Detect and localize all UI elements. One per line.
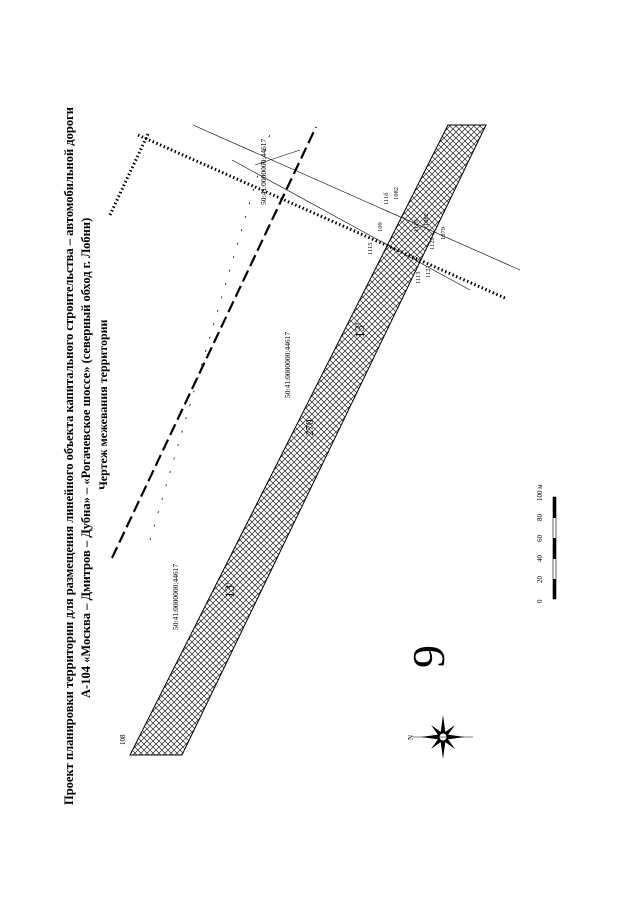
point-label: 1129 bbox=[429, 237, 436, 250]
point-label: 1121 bbox=[425, 265, 432, 278]
point-label: 1082 bbox=[393, 187, 400, 200]
parcel-label: 108 bbox=[119, 734, 127, 745]
cadastral-line bbox=[231, 159, 471, 291]
compass-north-label: N bbox=[407, 735, 415, 740]
point-label: 109 bbox=[377, 222, 384, 232]
parcel-label: 50:41:0000000:44617 bbox=[283, 331, 292, 398]
title-line-3: Чертеж межевания территории bbox=[96, 319, 110, 490]
zone-label: 13' bbox=[222, 583, 237, 598]
right-of-way-band bbox=[129, 124, 487, 756]
point-label: 1113 bbox=[415, 271, 422, 284]
sheet-number: 9 bbox=[403, 645, 454, 668]
parcel-label: 50:41:0000000:44617 bbox=[259, 138, 268, 205]
point-label: 111б bbox=[383, 192, 390, 205]
page-number: 270 bbox=[304, 419, 316, 437]
scale-bar: 0 20 40 60 80 100 м bbox=[536, 484, 557, 603]
scale-tick: 0 bbox=[536, 599, 544, 603]
point-label: 1110 bbox=[413, 219, 420, 232]
road-boundary-line bbox=[111, 126, 317, 559]
dotted-boundary bbox=[108, 133, 150, 216]
point-labels: 111б 1082 109 1115 1113 1121 1129 1079 1… bbox=[367, 187, 447, 284]
dotted-boundary bbox=[137, 133, 506, 300]
title-line-1: Проект планировки территории для размеще… bbox=[62, 107, 76, 805]
scale-tick: 60 bbox=[536, 535, 544, 543]
scale-tick: 40 bbox=[536, 555, 544, 563]
point-label: 1082 bbox=[423, 213, 430, 226]
cadastral-line bbox=[192, 124, 521, 271]
scale-tick: 100 м bbox=[536, 484, 544, 501]
scale-tick: 20 bbox=[536, 576, 544, 584]
point-label: 1079 bbox=[440, 227, 447, 240]
compass-rose-icon: N bbox=[407, 715, 473, 759]
title-line-2: А-104 «Москва – Дмитров – Дубна» – «Рога… bbox=[79, 217, 93, 698]
parcel-label: 50:41:0000000:44617 bbox=[171, 563, 180, 630]
point-label: 1115 bbox=[367, 242, 374, 255]
scale-tick: 80 bbox=[536, 514, 544, 522]
zone-label: 13' bbox=[352, 323, 367, 338]
